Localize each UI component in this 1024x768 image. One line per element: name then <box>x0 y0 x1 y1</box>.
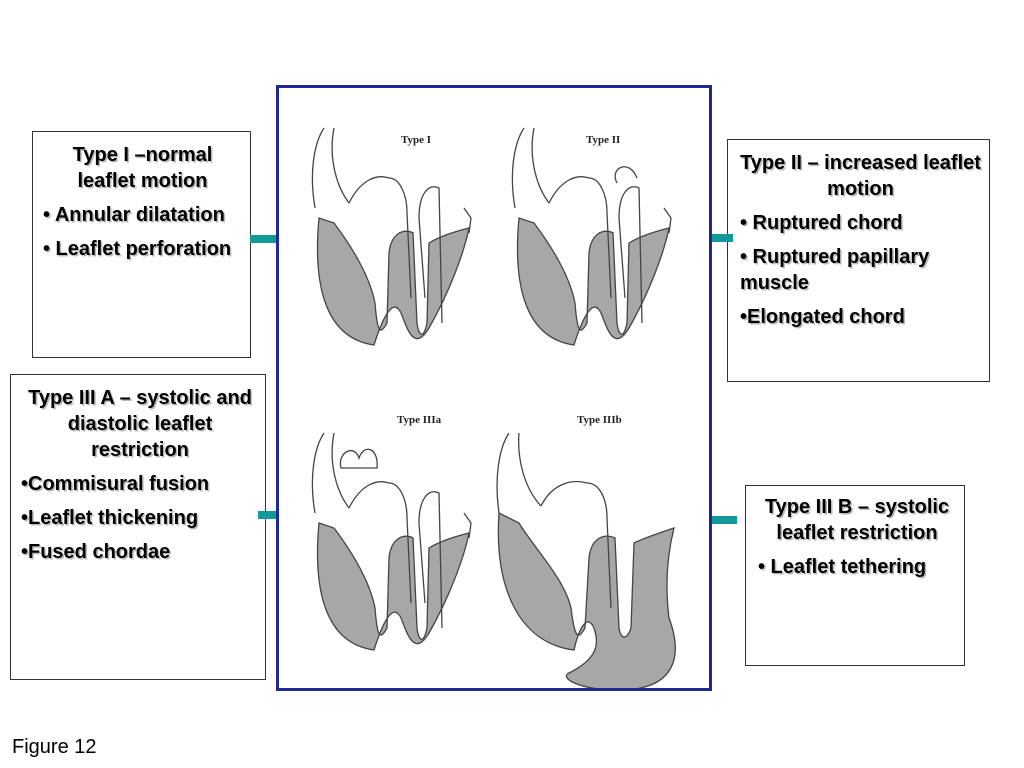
type-i-bullet-annular-dilatation: • Annular dilatation <box>43 204 225 226</box>
figure-caption: Figure 12 <box>12 736 97 758</box>
panel-label-type-iii-a: Type IIIa <box>397 414 442 426</box>
panel-type-ii <box>511 127 672 346</box>
type-i-bullet-leaflet-perforation: • Leaflet perforation <box>43 238 232 260</box>
type-iii-b-box: Type III B – systolic leaflet restrictio… <box>745 485 965 666</box>
panel-type-i <box>311 127 472 346</box>
type-i-box: Type I –normal leaflet motion • Annular … <box>32 131 251 358</box>
panel-label-type-iii-b: Type IIIb <box>577 414 622 426</box>
type-iii-a-bullet-fused-chordae: •Fused chordae <box>21 541 171 563</box>
type-ii-title: Type II – increased leaflet motion <box>740 152 981 200</box>
panel-type-iii-a <box>311 432 472 651</box>
type-iii-a-bullet-commisural-fusion: •Commisural fusion <box>21 473 210 495</box>
type-ii-box: Type II – increased leaflet motion • Rup… <box>727 139 990 382</box>
type-ii-bullet-ruptured-chord: • Ruptured chord <box>740 212 903 234</box>
type-ii-bullet-elongated-chord: •Elongated chord <box>740 306 905 328</box>
type-i-title: Type I –normal leaflet motion <box>72 144 213 192</box>
panel-label-type-ii: Type II <box>586 134 620 146</box>
heart-diagram-frame: Type I Type II Type IIIa Type IIIb <box>276 85 712 691</box>
type-iii-a-title: Type III A – systolic and diastolic leaf… <box>28 387 252 461</box>
type-iii-a-bullet-leaflet-thickening: •Leaflet thickening <box>21 507 199 529</box>
panel-label-type-i: Type I <box>401 134 431 146</box>
panel-type-iii-b <box>496 432 676 688</box>
type-ii-bullet-ruptured-papillary-muscle: • Ruptured papillary muscle <box>740 246 930 294</box>
type-iii-b-title: Type III B – systolic leaflet restrictio… <box>764 496 950 544</box>
type-iii-b-bullet-leaflet-tethering: • Leaflet tethering <box>758 556 927 578</box>
heart-diagram: Type I Type II Type IIIa Type IIIb <box>311 127 676 688</box>
type-iii-a-box: Type III A – systolic and diastolic leaf… <box>10 374 266 680</box>
